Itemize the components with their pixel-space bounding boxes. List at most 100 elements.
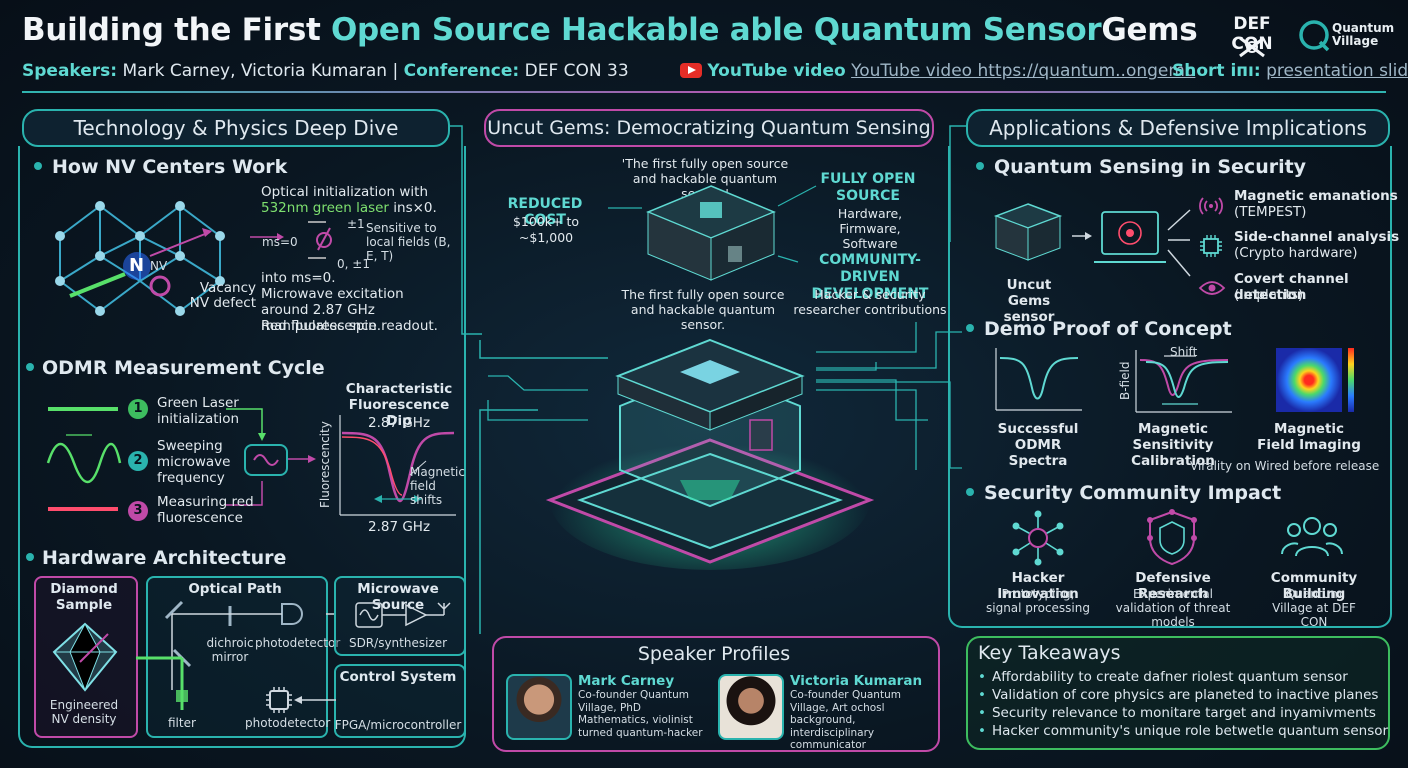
photodetector-top-label: photodetector — [255, 636, 341, 650]
wrench-icon — [1239, 36, 1265, 58]
odmr-signals-diagram — [46, 407, 316, 511]
control-system-box — [334, 664, 466, 738]
page-title: Building the First Open Source Hackable … — [22, 12, 1198, 48]
control-system-sub: FPGA/microcontroller — [334, 718, 462, 732]
open-source-sub: Hardware, Firmware, Software — [837, 206, 903, 251]
security-section-title: Quantum Sensing in Security — [976, 156, 1306, 178]
field-imaging-label: Magnetic Field Imaging — [1257, 421, 1361, 453]
control-to-detector-arrow — [294, 696, 336, 704]
mark-name: Mark Carney — [578, 673, 675, 689]
filter-label: filter — [168, 716, 196, 730]
readout-text: Red fluorescence readout. — [261, 318, 438, 334]
speaker-profiles-panel — [492, 636, 940, 752]
chip-icon — [266, 687, 292, 713]
microwave-wave-box — [244, 444, 288, 476]
dichroic-label: dichroic mirror — [206, 636, 254, 664]
open-source-title: FULLY OPEN SOURCE — [820, 171, 916, 204]
left-panel-title: Technology & Physics Deep Dive — [22, 109, 450, 147]
spin-level-diagram — [308, 221, 332, 259]
step2-badge: 2 — [128, 451, 148, 471]
youtube-label: YouTube video — [707, 61, 846, 81]
demo-section-title: Demo Proof of Concept — [966, 318, 1232, 340]
control-system-title: Control System — [339, 669, 457, 685]
dip-chart-annotation: Magnetic field shifts — [410, 465, 465, 507]
field-imaging-heatmap — [1276, 348, 1342, 412]
dip-chart-ylabel: Fluorescencity — [318, 421, 332, 508]
takeaways-title: Key Takeaways — [978, 642, 1121, 664]
security-item1-title: Magnetic emanations — [1234, 188, 1398, 204]
impact-c3-title: Community Building — [1270, 570, 1358, 602]
quantum-sensor-illustration — [545, 338, 875, 570]
sine-icon — [253, 454, 279, 466]
diamond-sample-title: Diamond Sample — [50, 581, 118, 613]
impact-c2-title: Defensive Research — [1135, 570, 1211, 602]
antenna-icon — [1199, 197, 1223, 215]
short-link-line: Short iпı: presentation slides — [1172, 61, 1408, 81]
ms0-label: ms=0 — [262, 235, 298, 249]
impact-c2-sub: Experimental validation of threat models — [1115, 587, 1231, 629]
community-driven-sub: Hacker & security researcher contributio… — [793, 287, 947, 317]
microwave-source-title: Microwave Source — [357, 581, 439, 613]
mark-bio: Co-founder Quantum Village, PhD Mathemat… — [578, 689, 703, 739]
shield-icon — [1147, 509, 1197, 566]
header-divider — [22, 91, 1386, 93]
security-item2-sub: (Crypto hardware) — [1234, 245, 1358, 261]
security-flow-diagram — [993, 203, 1191, 277]
hw-section-title: Hardware Architecture — [26, 547, 286, 569]
impact-c1-sub: Prototyping, signal processing — [986, 587, 1090, 615]
speaker-profiles-title: Speaker Profiles — [637, 643, 791, 665]
right-connector-lines — [949, 125, 966, 242]
dip-chart-top-label: 2.87 GHz — [368, 415, 431, 431]
center-to-left-link — [479, 340, 608, 359]
signal-source-icon — [355, 602, 451, 628]
youtube-link[interactable]: YouTube video https://quantum..ongemo — [851, 61, 1196, 81]
defcon-logo: DEF CON — [1212, 14, 1292, 60]
right-panel — [948, 146, 1392, 628]
reduced-cost-sub: $100k+ to ~$1,000 — [512, 214, 580, 245]
impact-c1-title: Hacker Innovation — [997, 570, 1079, 602]
slides-link[interactable]: presentation slides — [1266, 61, 1408, 81]
step1-label: Green Laser initialization — [157, 395, 240, 427]
security-item3-sub: (Implants) — [1234, 287, 1304, 303]
victoria-bio: Co-founder Quantum Village, Art ochosl b… — [790, 689, 901, 751]
nv-label: NV — [150, 259, 168, 273]
takeaways-list: •Affordability to create dafner riolest … — [978, 668, 1388, 740]
dip-chart-title: Characteristic Fluorescence Dip — [345, 381, 453, 429]
circuit-traces-left — [487, 375, 588, 421]
network-icon — [1012, 510, 1064, 566]
left-connector-lines — [448, 125, 482, 335]
dip-chart-bottom-label: 2.87 GHz — [368, 519, 431, 535]
zero-pm1-label: 0, ±1 — [337, 257, 370, 271]
photodetector-bottom-label: photodetector — [245, 716, 331, 730]
heatmap-colorbar — [1348, 348, 1354, 412]
step3-badge: 3 — [128, 501, 148, 521]
quantum-village-logo: Quantum Village — [1298, 18, 1398, 58]
left-panel — [18, 146, 466, 748]
step2-label: Sweeping microwave frequency — [157, 438, 231, 486]
qv-logo-text: Quantum Village — [1332, 21, 1395, 48]
bfield-label: B-field — [1118, 361, 1132, 400]
odmr-section-title: ODMR Measurement Cycle — [26, 357, 325, 379]
community-driven-title: COMMUNITY-DRIVEN DEVELOPMENT — [811, 252, 929, 302]
calibration-label: Magnetic Sensitivity Calibration — [1131, 421, 1215, 469]
takeaway-item: •Affordability to create dafner riolest … — [978, 669, 1348, 685]
reduced-cost-title: REDUCED COST — [507, 196, 583, 228]
diamond-icon — [52, 622, 118, 692]
step1-badge: 1 — [128, 399, 148, 419]
security-item3-title: Covert channel detection — [1234, 271, 1349, 303]
security-item2-title: Side-channel analysis — [1234, 229, 1400, 245]
odmr-spectra-plot — [995, 348, 1082, 411]
security-item1-sub: (TEMPEST) — [1234, 204, 1307, 220]
community-icon — [1281, 517, 1343, 557]
fluorescence-dip-chart — [339, 415, 456, 516]
nv-n-label: N — [129, 255, 145, 276]
cpu-icon — [1200, 235, 1222, 257]
speakers-line: Speakers: Mark Carney, Victoria Kumaran … — [22, 61, 629, 81]
youtube-line: YouTube video YouTube video https://quan… — [680, 61, 1195, 81]
youtube-icon — [680, 63, 702, 78]
calibration-plot — [1135, 350, 1232, 413]
optical-path-diagram — [136, 600, 334, 710]
pm1-label: ±1 — [347, 217, 365, 231]
microwave-text: Microwave excitation around 2.87 GHz man… — [261, 286, 404, 334]
takeaway-item: •Validation of core physics are planeted… — [978, 687, 1379, 703]
